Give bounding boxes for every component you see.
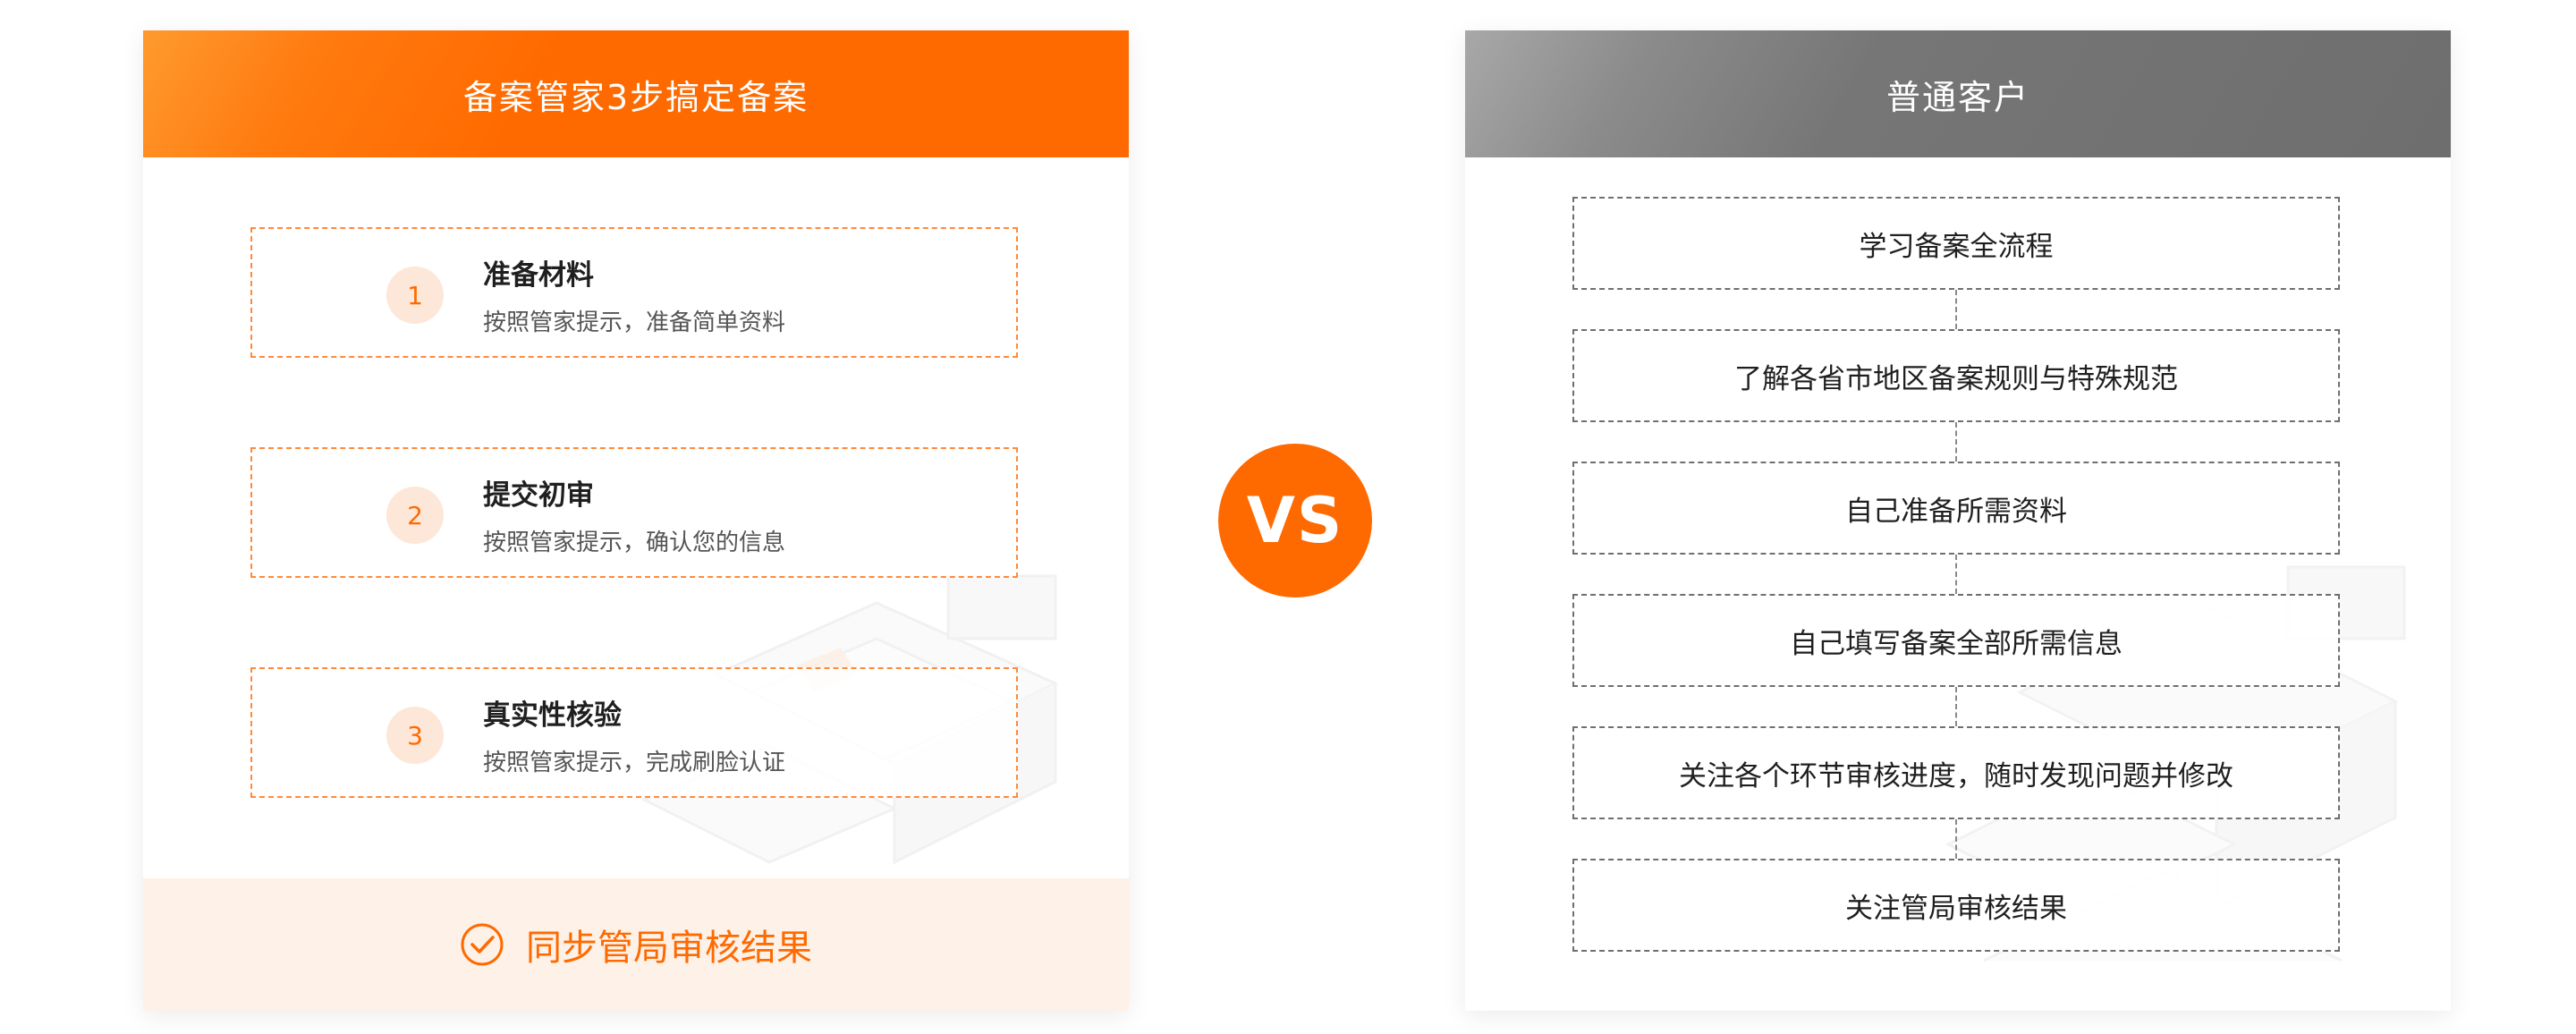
- step-description: 按照管家提示，完成刷脸认证: [483, 750, 786, 776]
- step-number-badge: 2: [386, 487, 444, 544]
- sync-result-bar: 同步管局审核结果: [143, 878, 1129, 1011]
- step-card-3: 3 真实性核验 按照管家提示，完成刷脸认证: [250, 667, 1018, 798]
- regular-customer-panel: 普通客户 学习备案全流程 了解各省市地区备案规则与特殊规范 自己准备所需资料 自…: [1465, 30, 2451, 1011]
- butler-panel-header: 备案管家3步搞定备案: [143, 30, 1129, 157]
- flow-step-4: 自己填写备案全部所需信息: [1572, 594, 2340, 687]
- sync-result-label: 同步管局审核结果: [526, 928, 812, 969]
- step-number-badge: 1: [386, 267, 444, 324]
- butler-panel: 备案管家3步搞定备案 1 准备材料 按照管家提示，准备简单资料 2 提交初审 按…: [143, 30, 1129, 1011]
- regular-customer-panel-title: 普通客户: [1885, 77, 2029, 117]
- vs-badge: VS: [1218, 444, 1372, 598]
- flow-step-1: 学习备案全流程: [1572, 197, 2340, 290]
- flow-connector: [1955, 819, 1957, 859]
- flow-step-3: 自己准备所需资料: [1572, 462, 2340, 555]
- step-card-2: 2 提交初审 按照管家提示，确认您的信息: [250, 447, 1018, 578]
- step-card-1: 1 准备材料 按照管家提示，准备简单资料: [250, 227, 1018, 358]
- butler-panel-title: 备案管家3步搞定备案: [462, 77, 809, 117]
- flow-connector: [1955, 290, 1957, 329]
- step-title: 准备材料: [483, 259, 594, 292]
- step-title: 提交初审: [483, 479, 594, 512]
- flow-step-2: 了解各省市地区备案规则与特殊规范: [1572, 329, 2340, 422]
- step-description: 按照管家提示，准备简单资料: [483, 309, 786, 336]
- step-number-badge: 3: [386, 707, 444, 764]
- flow-connector: [1955, 687, 1957, 726]
- step-description: 按照管家提示，确认您的信息: [483, 530, 786, 556]
- flow-connector: [1955, 422, 1957, 462]
- regular-customer-panel-header: 普通客户: [1465, 30, 2451, 157]
- step-title: 真实性核验: [483, 699, 622, 732]
- check-circle-icon: [461, 923, 504, 966]
- flow-step-6: 关注管局审核结果: [1572, 859, 2340, 952]
- flow-connector: [1955, 555, 1957, 594]
- flow-step-5: 关注各个环节审核进度，随时发现问题并修改: [1572, 726, 2340, 819]
